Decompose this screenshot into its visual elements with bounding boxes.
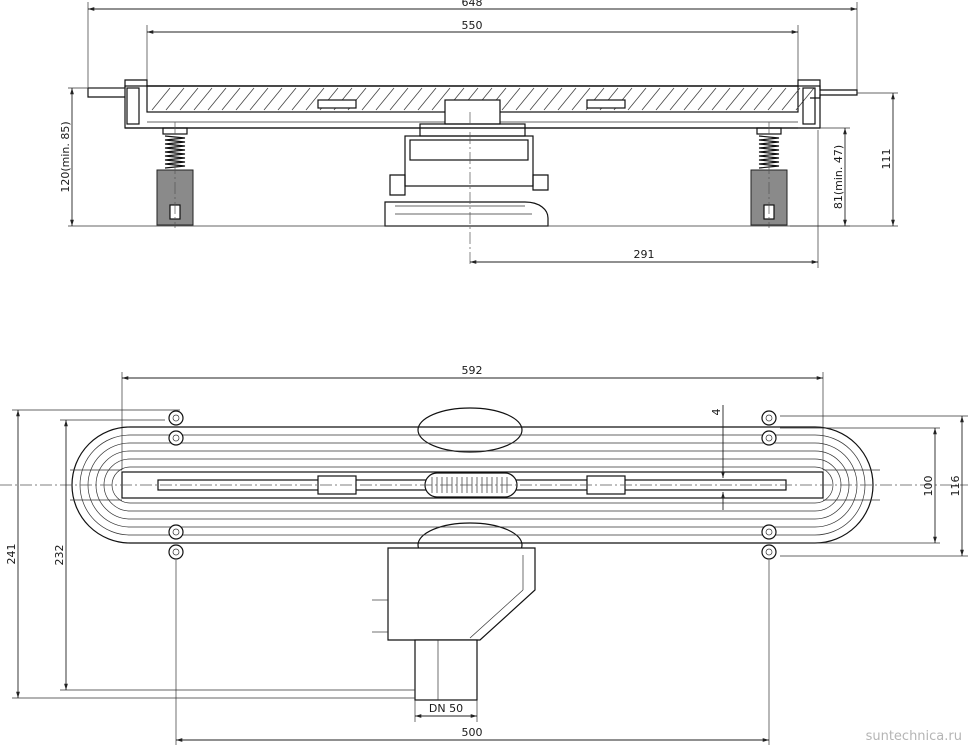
dim-height-right: 111: [820, 92, 898, 227]
dim-width-232: 232: [53, 419, 415, 691]
dim-width-241: 241: [5, 409, 415, 699]
svg-text:81(min. 47): 81(min. 47): [832, 145, 845, 209]
dim-length: 592: [121, 364, 824, 470]
svg-text:4: 4: [710, 409, 723, 416]
dim-outer-width: 116: [780, 415, 968, 557]
svg-text:592: 592: [462, 364, 483, 377]
svg-text:116: 116: [949, 476, 962, 497]
dim-slot: 4: [710, 405, 725, 510]
dim-inner-width: 100: [780, 427, 940, 544]
svg-text:241: 241: [5, 544, 18, 565]
mounting-lugs: [168, 410, 777, 560]
dim-overall-width: 648: [87, 0, 858, 95]
svg-text:111: 111: [880, 149, 893, 170]
siphon-top-round: [417, 407, 523, 453]
dim-outlet: DN 50: [414, 700, 478, 722]
svg-text:DN 50: DN 50: [429, 702, 463, 715]
svg-text:550: 550: [462, 19, 483, 32]
adjustable-foot-right: [750, 122, 788, 228]
adjustable-foot-left: [156, 122, 194, 228]
svg-text:232: 232: [53, 545, 66, 566]
grate-slot-top: [0, 469, 968, 501]
dim-leg-height: 81(min. 47): [790, 127, 850, 227]
siphon-outlet-side: [384, 112, 549, 265]
dim-grate-length: 550: [146, 19, 799, 88]
dim-total-height: 120(min. 85): [59, 87, 125, 226]
top-view: 592: [0, 364, 968, 745]
svg-text:120(min. 85): 120(min. 85): [59, 121, 72, 192]
svg-text:291: 291: [634, 248, 655, 261]
drain-channel-section: [124, 85, 821, 129]
watermark: suntechnica.ru: [866, 729, 962, 744]
dim-mount-spacing: 500: [175, 560, 770, 745]
dim-outlet-offset: 291: [470, 130, 819, 268]
svg-text:100: 100: [922, 476, 935, 497]
floor-plate: [87, 79, 858, 99]
outlet-body-top: [372, 547, 536, 701]
svg-text:500: 500: [462, 726, 483, 739]
svg-text:648: 648: [462, 0, 483, 9]
side-view: 648 550: [59, 0, 898, 268]
